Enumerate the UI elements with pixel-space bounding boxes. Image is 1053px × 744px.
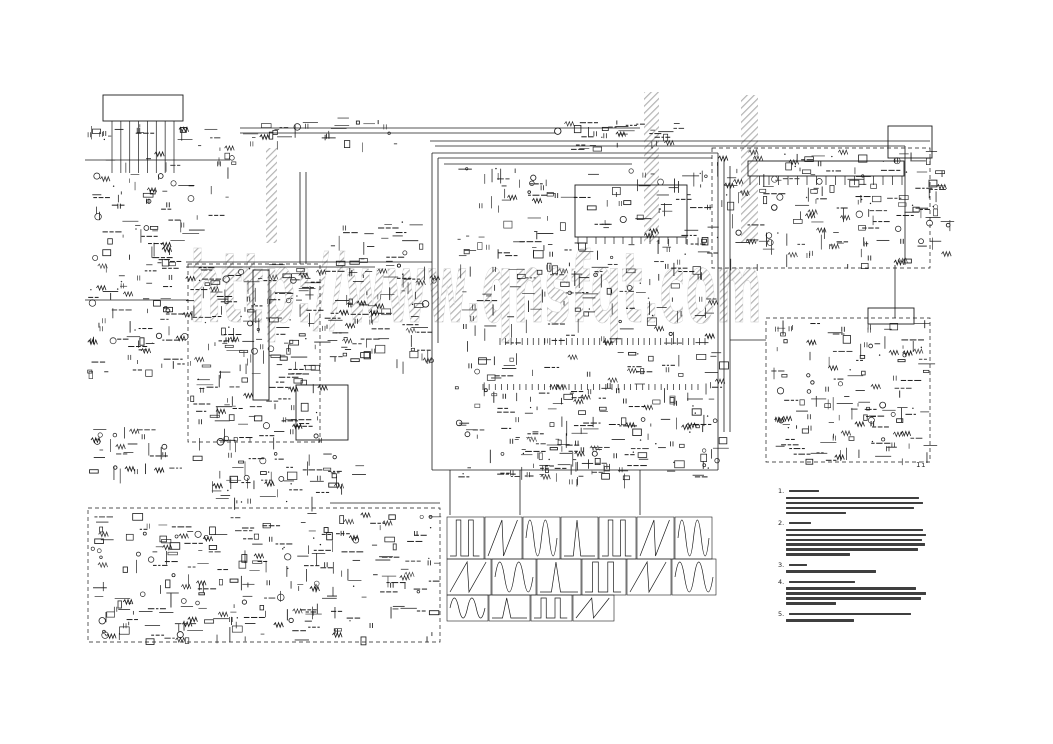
note-line xyxy=(786,619,854,622)
note-number: 1. xyxy=(778,487,785,495)
left-if-cluster xyxy=(92,224,205,292)
note-line xyxy=(786,506,914,509)
left-center-ic-cluster xyxy=(190,264,331,453)
note-line xyxy=(786,501,923,504)
note-heading-text xyxy=(789,521,811,525)
note-number: 5. xyxy=(778,609,785,618)
note-line xyxy=(786,553,850,556)
left-transformer-cluster xyxy=(87,288,195,379)
major-bus-lines xyxy=(85,127,930,515)
note-item: 5. xyxy=(778,611,928,622)
top-left-wire-cluster xyxy=(243,117,398,153)
watermark-text: http://www.qnsfqt.com xyxy=(190,232,762,345)
note-line xyxy=(786,592,926,595)
note-line xyxy=(786,597,921,600)
note-line xyxy=(786,548,918,551)
note-item: 1. xyxy=(778,488,928,514)
note-line xyxy=(786,543,925,546)
note-line xyxy=(786,602,836,605)
lower-left-cluster xyxy=(89,427,182,484)
note-line xyxy=(786,511,846,514)
bottom-mid-cluster xyxy=(520,436,647,487)
service-notes: 1. 2. 3. 4. 5. xyxy=(778,488,928,628)
note-heading-text xyxy=(789,612,911,615)
note-line xyxy=(786,587,916,590)
note-line xyxy=(786,570,876,573)
note-number: 2. xyxy=(778,518,785,527)
board-outlines xyxy=(87,94,933,643)
note-heading-text xyxy=(789,489,819,493)
left-connector-cluster xyxy=(87,124,237,233)
component-clusters xyxy=(87,117,955,646)
note-line xyxy=(786,533,926,536)
top-right-board-cluster xyxy=(716,149,941,271)
note-number: 4. xyxy=(778,577,785,586)
bottom-left-board-cluster xyxy=(90,511,442,646)
note-item: 2. xyxy=(778,520,928,556)
watermark-bars xyxy=(266,92,758,243)
center-transistor-rows xyxy=(454,351,729,489)
right-board-cluster xyxy=(771,320,938,466)
mid-left-cluster xyxy=(322,221,440,374)
note-item: 3. xyxy=(778,562,928,573)
note-heading-text xyxy=(789,580,855,584)
note-line xyxy=(786,528,923,531)
top-strip-cluster xyxy=(554,120,685,152)
note-number: 3. xyxy=(778,560,785,569)
note-item: 4. xyxy=(778,579,928,605)
page-mark: 1i xyxy=(916,461,927,469)
center-ic-cluster xyxy=(457,167,719,352)
waveform-chart xyxy=(446,516,717,622)
note-line xyxy=(786,496,919,499)
right-edge-cluster xyxy=(926,170,955,258)
note-line xyxy=(786,538,922,541)
lower-mid-cluster xyxy=(192,452,366,512)
note-heading-text xyxy=(789,563,807,567)
